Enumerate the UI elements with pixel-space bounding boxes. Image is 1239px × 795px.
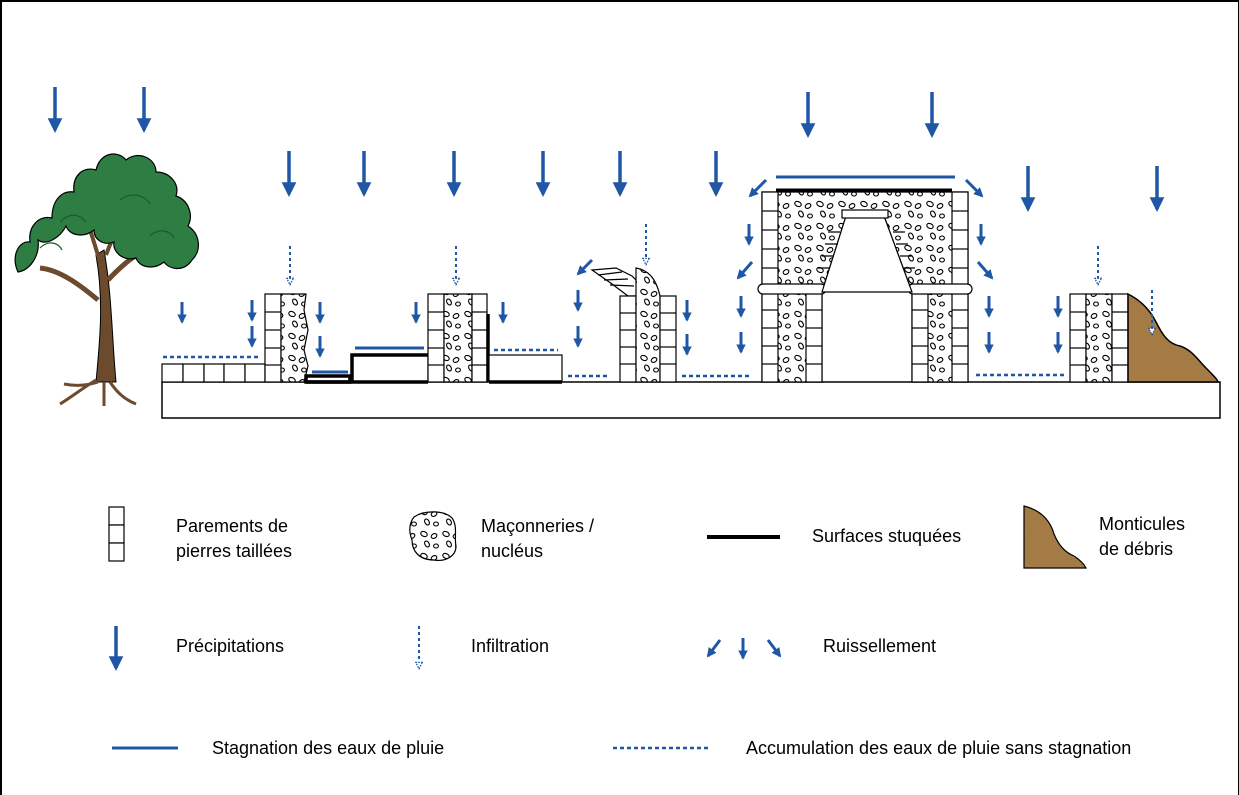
paving-blocks — [161, 363, 266, 383]
legend-monticules-line1: Monticules — [1099, 514, 1186, 534]
legend-stagnation: Stagnation des eaux de pluie — [212, 738, 445, 758]
structures — [264, 188, 1219, 384]
rubble-core-icon — [409, 511, 457, 561]
infiltration-arrows — [290, 224, 1152, 334]
legend-surfaces: Surfaces stuquées — [812, 526, 962, 546]
legend-ruissellement: Ruissellement — [823, 636, 937, 656]
runoff-arrows — [177, 178, 1063, 358]
cut-stone-icon — [108, 506, 125, 562]
legend-maconneries-line2: nucléus — [481, 541, 544, 561]
accumulation-lines — [163, 348, 1064, 378]
legend-infiltration: Infiltration — [471, 636, 550, 656]
water-lines — [312, 175, 955, 374]
legend-maconneries-line1: Maçonneries / — [481, 516, 595, 536]
ground-platform — [161, 381, 1221, 419]
runoff-arrow-icon — [706, 638, 782, 660]
legend-parements-line1: Parements de — [176, 516, 289, 536]
precipitation-arrows — [47, 87, 1165, 212]
legend-monticules-line2: de débris — [1099, 539, 1174, 559]
legend-parements-line2: pierres taillées — [176, 541, 293, 561]
legend-accumulation: Accumulation des eaux de pluie sans stag… — [746, 738, 1132, 758]
tree-icon — [14, 153, 199, 406]
debris-mound-icon — [1023, 505, 1087, 569]
legend-precipitations: Précipitations — [176, 636, 285, 656]
